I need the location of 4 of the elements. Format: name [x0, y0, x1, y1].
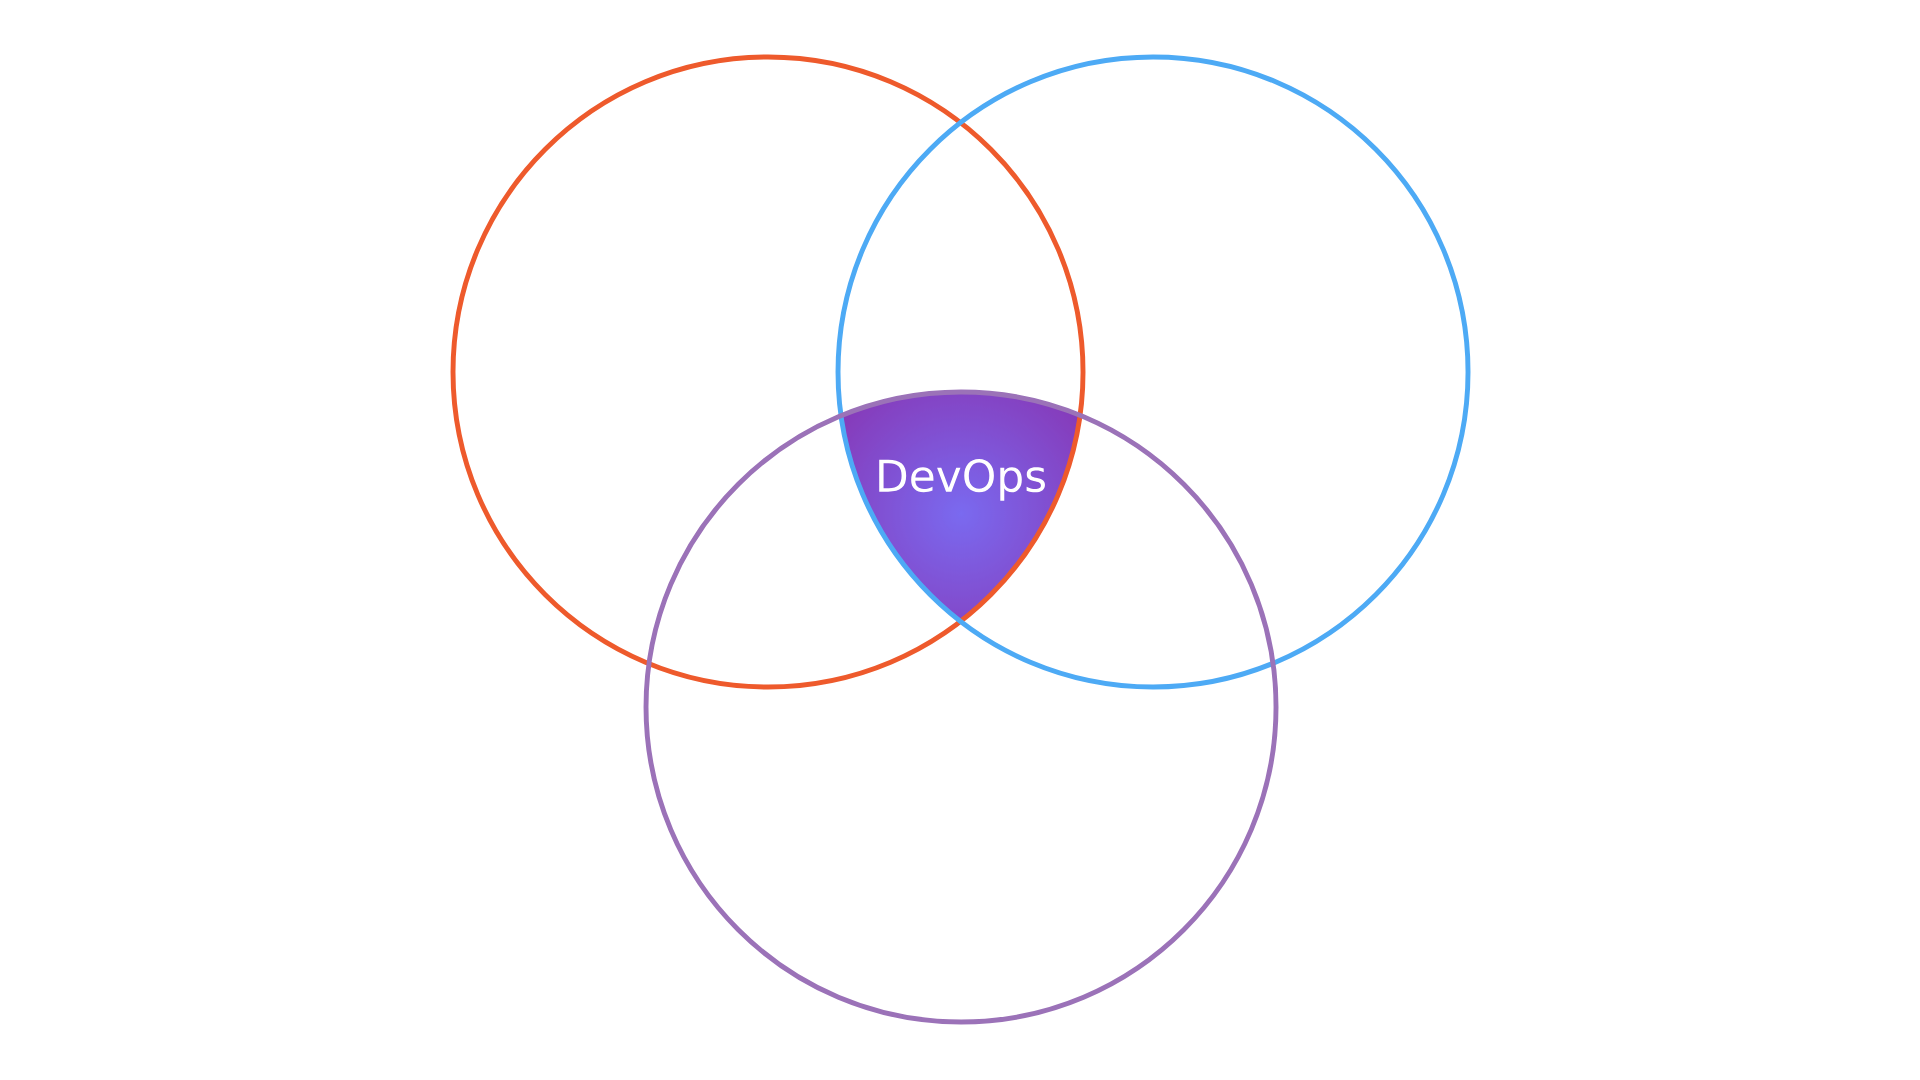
- circle-outline: [643, 389, 1279, 1025]
- intersection-region: DevOps: [879, 459, 1045, 501]
- circle-outline: [450, 54, 1086, 690]
- circle-outline: [835, 54, 1471, 690]
